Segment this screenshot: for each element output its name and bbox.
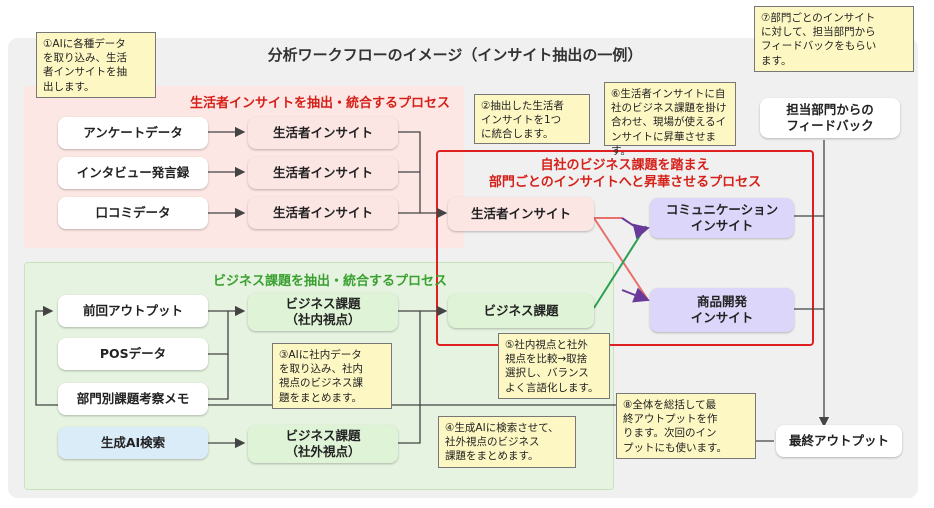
consumer-insight-node-3: 生活者インサイト [248,197,398,229]
reviews-node: 口コミデータ [58,197,208,229]
survey-data-node: アンケートデータ [58,117,208,149]
business-issue-internal-node: ビジネス課題 （社内視点） [248,293,398,331]
department-insight-zone [436,150,814,346]
note-1-line: 出します。 [43,80,95,93]
line-insight-to-product [593,217,649,301]
merged-business-issue-node: ビジネス課題 [448,294,594,328]
comm-insight-line1: コミュニケーション [665,201,779,217]
transform-zone-title-line2: 部門ごとのインサイトへと昇華させるプロセス [488,175,762,190]
product-dev-insight-node: 商品開発 インサイト [650,288,794,332]
previous-output-node: 前回アウトプット [58,295,208,327]
note-step-2: ②抽出した生活者 インサイトを1つ に統合します。 [474,94,590,144]
note-8-line: プットにも使います。 [623,441,727,454]
arrow-to-comm [621,217,650,240]
note-8-line: ⑧全体を総括して最 [623,399,717,411]
note-3-line: ③AIに社内データ [279,349,362,361]
merged-consumer-insight-node: 生活者インサイト [448,197,594,231]
note-2-line: インサイトを1つ [481,114,562,127]
note-step-7: ⑦部門ごとのインサイト に対して、担当部門から フィードバックをもらい ます。 [754,6,914,72]
note-step-8: ⑧全体を総括して最 終アウトプットを作 ります。次回のイン プットにも使います。 [616,393,756,459]
line-biz-to-comm [593,225,647,309]
note-2-line: ②抽出した生活者 [481,100,564,112]
note-4-line: ④生成AIに検索させて、 [445,422,559,434]
note-1-line: を取り込み、生活 [43,52,127,65]
note-6-line: 合わせ、現場が使えるイ [611,116,727,129]
biz-external-line1: ビジネス課題 [285,427,361,443]
note-step-1: ①AIに各種データ を取り込み、生活 者インサイトを抽 出します。 [36,32,156,98]
business-zone-title: ビジネス課題を抽出・統合するプロセス [212,274,447,289]
note-5-line: よく言語化します。 [505,381,599,394]
note-1-line: 者インサイトを抽 [43,66,127,79]
feedback-line2: フィードバック [786,118,874,133]
note-1-line: ①AIに各種データ [43,38,126,50]
biz-internal-line2: （社内視点） [285,312,361,327]
line-pos-biz [208,311,229,355]
arrow-to-product [621,287,650,303]
diagram-title: 分析ワークフローのイメージ（インサイト抽出の一例） [267,46,643,64]
genai-search-node: 生成AI検索 [58,427,208,459]
note-2-line: に統合します。 [481,128,554,141]
merge-line-1 [398,131,421,213]
note-6-line: ンサイトに昇華させます。 [611,130,716,157]
feedback-node: 担当部門からの フィードバック [760,98,900,138]
interview-node: インタビュー発言録 [58,157,208,189]
note-7-line: ます。 [761,54,792,67]
merge-biz-line [398,310,421,444]
consumer-zone-title: 生活者インサイトを抽出・統合するプロセス [189,96,450,111]
note-4-line: 社外視点のビジネス [445,436,540,449]
note-step-3: ③AIに社内データ を取り込み、社内 視点のビジネス課 題をまとめます。 [272,343,392,409]
note-4-line: 課題をまとめます。 [445,450,539,463]
communication-insight-node: コミュニケーション インサイト [650,198,794,238]
feedback-line1: 担当部門からの [786,101,874,117]
comm-insight-line2: インサイト [690,218,754,233]
pos-data-node: POSデータ [58,338,208,370]
note-5-line: ⑤社内視点と社外 [505,339,588,351]
note-3-line: 視点のビジネス課 [279,377,363,390]
note-7-line: フィードバックをもらい [761,40,877,53]
note-3-line: を取り込み、社内 [279,363,363,376]
consumer-insight-node-2: 生活者インサイト [248,157,398,189]
note-8-line: ります。次回のイン [623,427,717,440]
final-output-node: 最終アウトプット [776,425,902,457]
consumer-insight-node-1: 生活者インサイト [248,117,398,149]
line-memo-biz [208,354,229,400]
note-5-line: 視点を比較→取捨 [505,353,588,366]
note-7-line: ⑦部門ごとのインサイト [761,12,876,24]
note-8-line: 終アウトプットを作 [623,413,718,426]
note-step-6: ⑥生活者インサイトに自 社のビジネス課題を掛け 合わせ、現場が使えるイ ンサイト… [604,82,736,157]
note-6-line: 社のビジネス課題を掛け [611,102,727,115]
product-insight-line1: 商品開発 [696,293,747,309]
biz-internal-line1: ビジネス課題 [285,295,361,311]
dept-memo-node: 部門別課題考察メモ [58,383,208,415]
product-insight-line2: インサイト [690,310,754,325]
transform-zone-title-line1: 自社のビジネス課題を踏まえ [540,158,710,173]
note-step-4: ④生成AIに検索させて、 社外視点のビジネス 課題をまとめます。 [438,416,576,468]
note-3-line: 題をまとめます。 [279,391,362,404]
biz-external-line2: （社外視点） [285,444,361,459]
note-7-line: に対して、担当部門から [761,26,876,39]
business-issue-external-node: ビジネス課題 （社外視点） [248,425,398,463]
note-step-5: ⑤社内視点と社外 視点を比較→取捨 選択し、バランス よく言語化します。 [498,333,610,399]
note-5-line: 選択し、バランス [505,367,589,380]
note-6-line: ⑥生活者インサイトに自 [611,88,726,100]
